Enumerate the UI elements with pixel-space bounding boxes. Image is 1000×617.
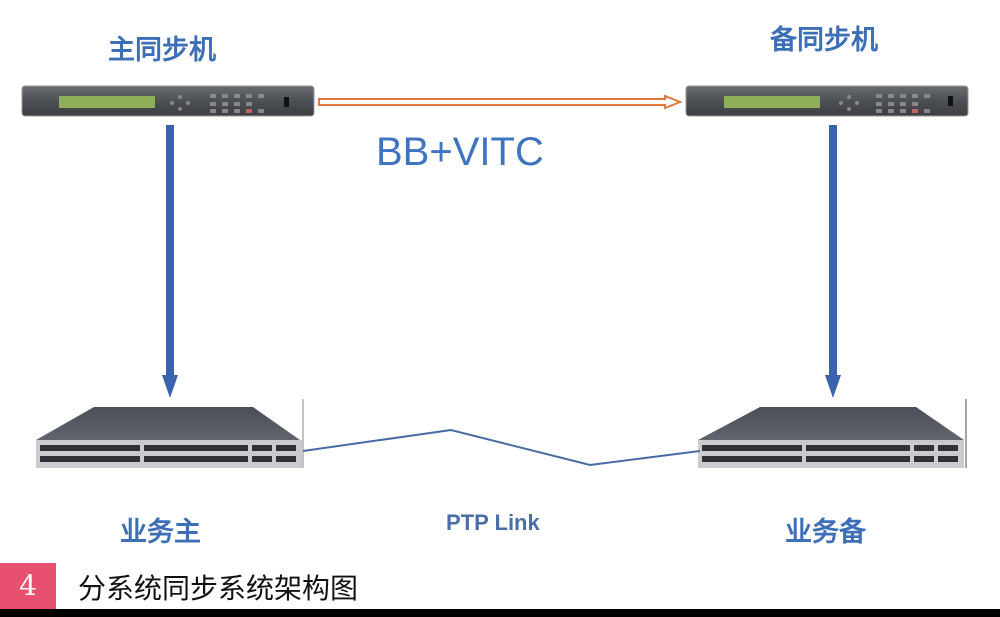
lcd-display — [724, 96, 820, 108]
business-master-switch — [36, 399, 304, 468]
sync-link-label: BB+VITC — [376, 130, 544, 174]
caption-divider — [0, 609, 1000, 617]
switch-front — [36, 440, 302, 468]
device-body — [21, 85, 315, 117]
master-down-arrow — [162, 125, 178, 398]
ptp-link-label: PTP Link — [446, 510, 540, 535]
ptp-link-line — [302, 428, 701, 467]
backup-down-arrow — [825, 125, 841, 398]
switch-top — [698, 407, 964, 440]
device-body — [685, 85, 969, 117]
device-buttons — [170, 94, 264, 113]
master-sync-device — [21, 85, 315, 117]
caption-number-badge: 4 — [0, 563, 56, 609]
business-backup-label: 业务备 — [785, 517, 866, 548]
master-sync-label: 主同步机 — [108, 35, 216, 66]
lcd-display — [59, 96, 155, 108]
caption-text: 分系统同步系统架构图 — [78, 572, 359, 605]
switch-top — [36, 407, 300, 440]
device-buttons — [839, 94, 930, 113]
business-master-label: 业务主 — [120, 517, 201, 548]
figure-caption: 4 分系统同步系统架构图 — [0, 563, 1000, 609]
switch-front — [698, 440, 964, 468]
sync-link-arrow — [318, 94, 683, 110]
backup-sync-label: 备同步机 — [770, 25, 878, 56]
business-backup-switch — [698, 399, 967, 468]
backup-sync-device — [685, 85, 969, 117]
